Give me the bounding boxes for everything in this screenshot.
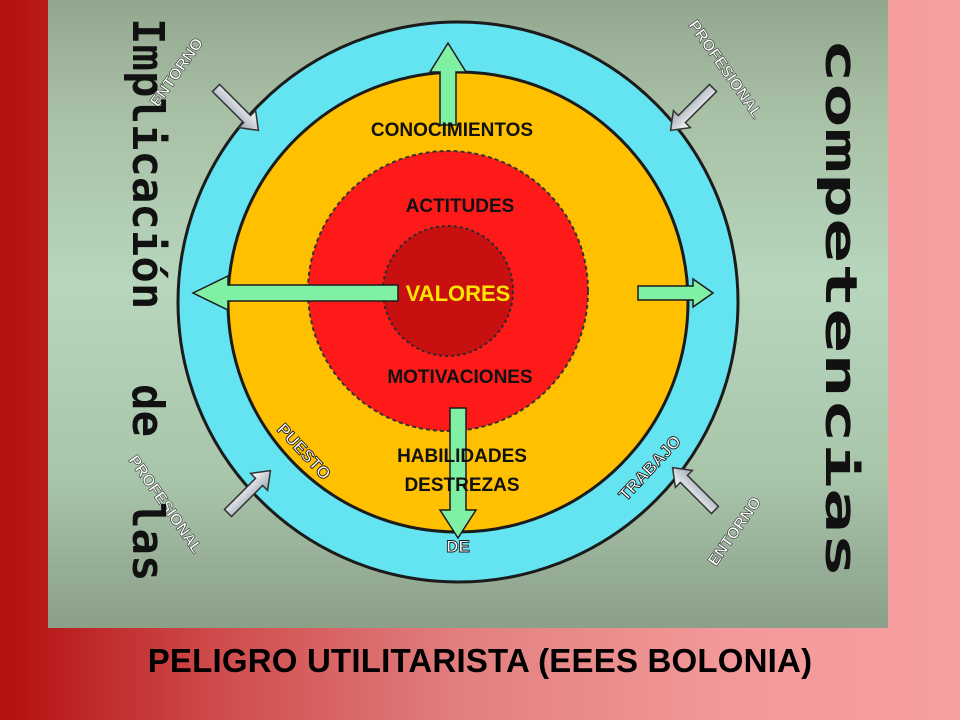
word-de: de <box>122 384 173 437</box>
arrow-inward-top-left <box>211 83 260 132</box>
arrow-down <box>438 407 478 540</box>
label-actitudes: ACTITUDES <box>406 196 515 217</box>
label-de: DE <box>446 537 470 556</box>
arrow-inward-top-right <box>669 83 718 132</box>
word-competencias: competencias <box>815 38 866 578</box>
slide-title: PELIGRO UTILITARISTA (EEES BOLONIA) <box>147 642 813 679</box>
arrow-right <box>637 277 715 309</box>
vertical-title-right: competencias <box>815 38 866 578</box>
arrow-left <box>191 274 399 312</box>
arrow-inward-bottom-left <box>223 469 272 518</box>
arrow-inward-bottom-right <box>671 466 720 515</box>
word-implicacion: Implicación <box>122 18 173 309</box>
label-habilidades: HABILIDADES <box>397 446 527 467</box>
label-conocimientos: CONOCIMIENTOS <box>371 120 533 141</box>
vertical-title-left: Implicación de las <box>122 18 173 581</box>
label-destrezas: DESTREZAS <box>404 475 519 496</box>
arrow-up <box>428 41 468 126</box>
competencies-diagram: CONOCIMIENTOS ACTITUDES VALORES MOTIVACI… <box>122 17 866 584</box>
core-circle <box>382 225 514 357</box>
label-motivaciones: MOTIVACIONES <box>387 367 532 388</box>
word-las: las <box>122 502 173 581</box>
diagram-panel: CONOCIMIENTOS ACTITUDES VALORES MOTIVACI… <box>48 0 888 628</box>
label-valores: VALORES <box>406 281 511 306</box>
